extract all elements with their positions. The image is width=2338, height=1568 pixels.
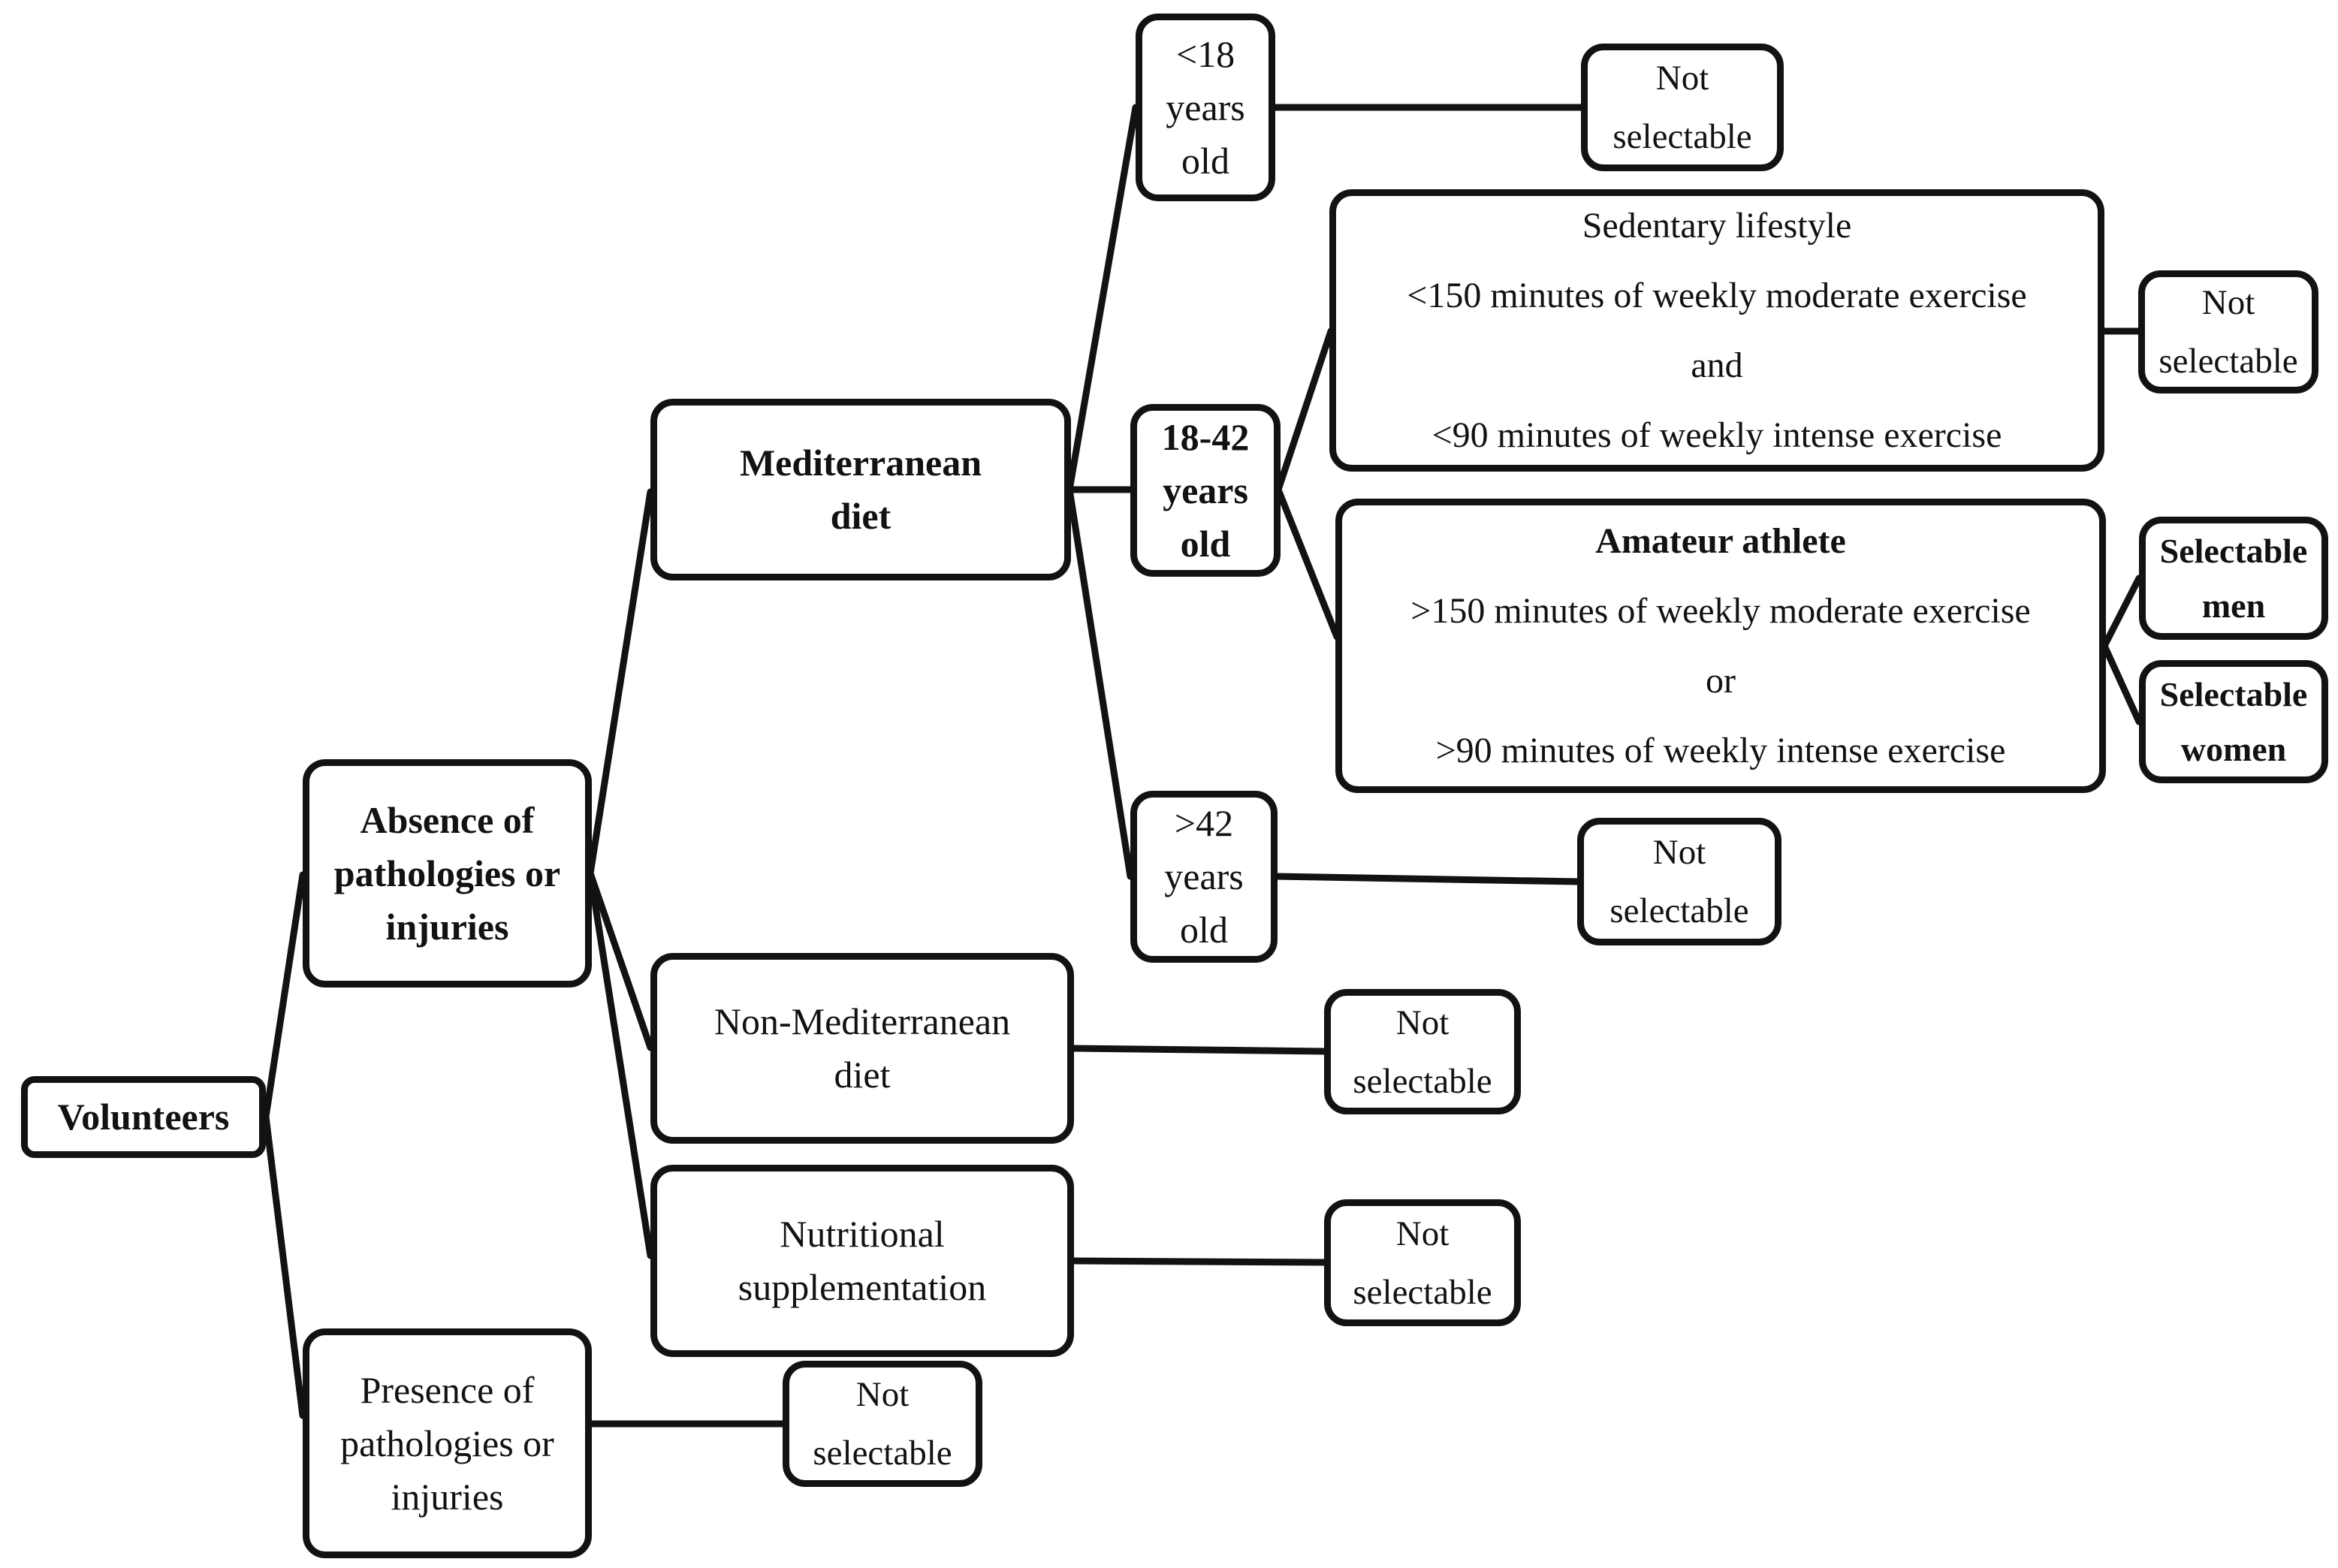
connector-absence-mediterranean (587, 488, 654, 877)
connector-nonmediterranean-notselectable (1069, 1045, 1328, 1055)
node-nutritional-supplementation: Nutritional supplementation (650, 1165, 1074, 1357)
connector-1842-sedentary (1275, 327, 1335, 493)
connector-1842-amateur (1275, 486, 1341, 641)
node-sedentary-lifestyle: Sedentary lifestyle <150 minutes of week… (1329, 189, 2104, 472)
node-selectable-men: Selectable men (2139, 517, 2328, 640)
node-volunteers-label: Volunteers (57, 1096, 230, 1138)
node-not-selectable-under-18: Not selectable (1581, 44, 1784, 171)
connector-amateur-selectablemen (2101, 574, 2143, 650)
connector-volunteers-presence (262, 1113, 306, 1419)
node-non-mediterranean-diet: Non-Mediterranean diet (650, 953, 1074, 1144)
connector-volunteers-absence (262, 871, 306, 1120)
connector-amateur-selectablewomen (2101, 642, 2143, 725)
node-not-selectable-sedentary: Not selectable (2138, 270, 2318, 394)
node-selectable-women: Selectable women (2139, 660, 2328, 783)
node-amateur-athlete: Amateur athlete >150 minutes of weekly m… (1335, 499, 2106, 793)
node-18-42-years: 18-42 years old (1130, 404, 1281, 577)
connector-absence-nutritional (587, 870, 654, 1259)
node-not-selectable-over-42: Not selectable (1577, 818, 1781, 945)
node-over-42-years: >42 years old (1130, 791, 1278, 963)
node-under-18-years: <18 years old (1136, 14, 1275, 201)
node-absence-of-pathologies: Absence of pathologies or injuries (303, 759, 592, 988)
connector-mediterranean-under18 (1066, 104, 1139, 493)
node-not-selectable-presence: Not selectable (783, 1361, 982, 1487)
node-volunteers: Volunteers (21, 1076, 266, 1158)
node-presence-of-pathologies: Presence of pathologies or injuries (303, 1328, 592, 1558)
node-not-selectable-non-mediterranean: Not selectable (1324, 989, 1521, 1114)
connector-mediterranean-over42 (1066, 486, 1134, 880)
connector-absence-nonmediterranean (587, 870, 654, 1051)
connector-over42-notselectable (1272, 873, 1581, 885)
node-not-selectable-nutritional: Not selectable (1324, 1199, 1521, 1326)
connector-nutritional-notselectable (1069, 1257, 1328, 1266)
node-mediterranean-diet: Mediterranean diet (650, 399, 1071, 580)
